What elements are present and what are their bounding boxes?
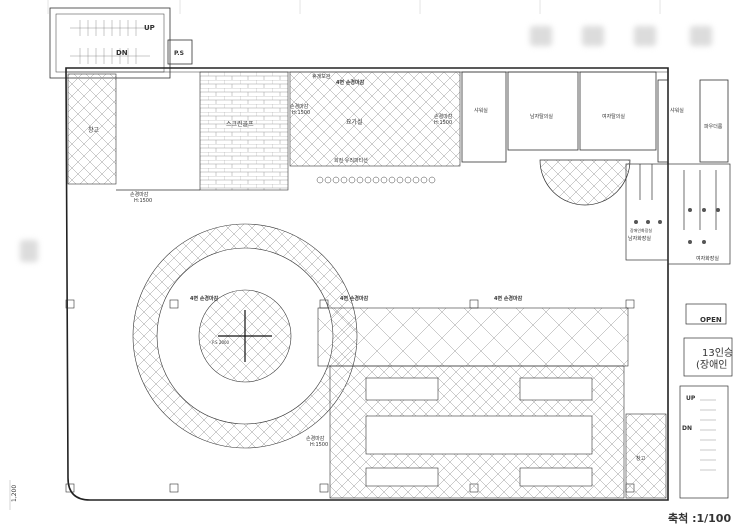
dimension-label: 1,200 [11,485,18,502]
blurred-logo-4 [690,26,712,46]
wall-a-height: H:1500 [134,198,152,204]
mirror1-label: 4면 손경마감 [190,295,219,302]
grid-lines [47,0,661,14]
storage-left-area [67,73,117,185]
screen-golf-label: 스크린골프 [226,121,254,128]
vestibule-semicircle [539,159,631,206]
stair-right-up: UP [686,395,696,402]
elevator-open-label: OPEN [700,316,722,324]
yoga-label: 요가실 [346,118,363,126]
ps-center-label: P.S 2000 [212,340,230,345]
shower2-label: 샤워실 [670,107,684,114]
toilet-block [625,163,731,265]
stair-right-dn: DN [682,425,692,432]
stair-top-ps: P.S [174,50,184,57]
female-locker-label: 여자탈의실 [602,113,625,120]
outer-walls [65,67,669,501]
wall-b-height: H:1500 [292,110,310,116]
toilet-fixtures [634,208,720,244]
small-room [625,413,667,499]
blurred-logo-1 [530,26,552,46]
scale-label: 축척 :1/100 [668,511,731,525]
wall-d-label: 손경마감 [306,435,325,442]
glass-panel-top-label: 4면 손경마감 [336,79,365,86]
yoga-area [289,71,461,167]
blurred-mark-left [20,240,38,262]
elevator-type: (장애인 [696,359,728,371]
benches [365,377,593,487]
locker-rooms [461,71,729,163]
blurred-logo-3 [634,26,656,46]
accessible-wc-label: 장애인화장실 [630,227,652,233]
female-wc-label: 여자화장실 [696,255,719,262]
elevator-open-box [685,303,727,325]
storage-left-label: 창고 [88,126,100,134]
small-room-label: 창고 [636,455,646,462]
glass-partition-label: 회전 유리파티션 [334,157,368,164]
male-locker-label: 남자탈의실 [530,113,553,120]
stair-top-dn: DN [116,49,128,57]
mirror3-label: 4면 손경마감 [494,295,523,302]
blurred-logo-2 [582,26,604,46]
elevator-shaft [683,337,733,377]
wall-b-label: 손경마감 [290,103,309,110]
corridor-hatched [317,307,629,367]
wall-c-label: 손경마감 [434,113,453,120]
glass-partition-dots [316,176,436,184]
stair-top-up: UP [144,24,155,32]
screen-golf-area [199,71,289,191]
powder-room-label: 파우더룸 [704,123,723,130]
stair-right [679,385,729,499]
central-cross [218,310,272,362]
wall-a-label: 손경마감 [130,191,149,198]
mirror2-label: 4면 손경마감 [340,295,369,302]
wall-c-height: H:1500 [434,120,452,126]
elevator-capacity: 13인승 [702,347,733,359]
male-wc-label: 남자화장실 [628,235,651,242]
shower1-label: 샤워실 [474,107,488,114]
rest-room-label: 휴게보관 [312,73,331,80]
stair-right-treads [700,399,716,471]
wall-d-height: H:1500 [310,442,328,448]
